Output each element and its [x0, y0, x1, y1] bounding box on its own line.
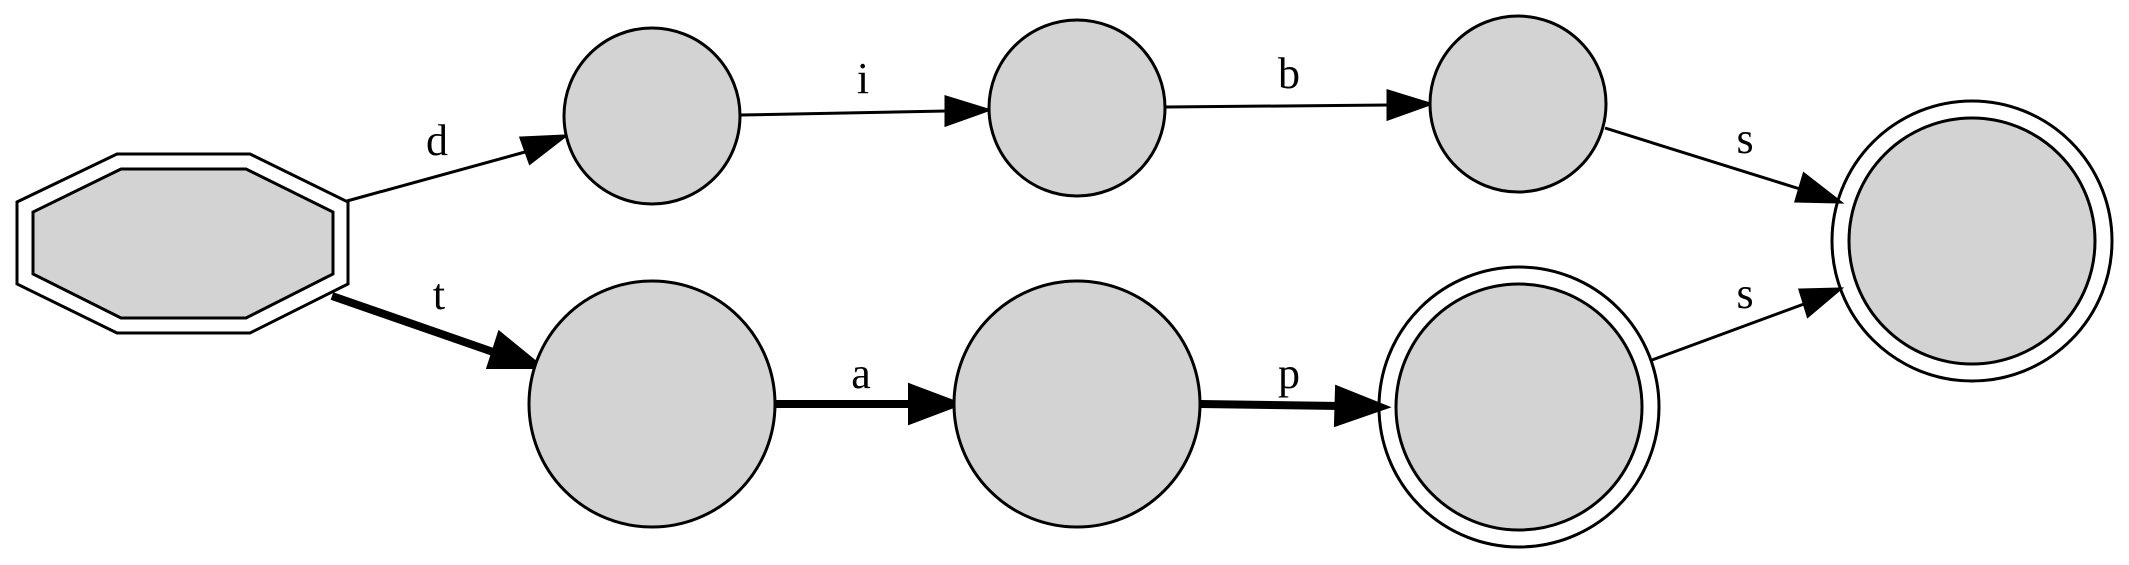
edge-b-label: b [1278, 49, 1300, 98]
edge-i-line [740, 109, 947, 117]
node-q-di-circle [987, 18, 1167, 198]
node-q-dib [1428, 14, 1608, 194]
edge-b-arrowhead [1386, 88, 1435, 122]
node-q-final [1830, 99, 2114, 383]
edge-d-line [346, 150, 526, 203]
edge-t-line [330, 292, 498, 357]
edge-b: b [1165, 49, 1435, 122]
edge-s-top-arrowhead [1794, 171, 1845, 204]
node-q-final-inner-circle [1847, 116, 2097, 366]
edge-d-arrowhead [518, 134, 570, 166]
edge-t-label: t [433, 270, 445, 319]
node-q-tap-outer-circle [1377, 265, 1661, 549]
edge-a-arrowhead [908, 382, 965, 426]
edge-s-bottom-label: s [1736, 269, 1753, 318]
edge-s-bottom-arrowhead [1797, 287, 1845, 319]
edge-t-arrowhead [485, 329, 547, 369]
node-start-inner-octagon [31, 167, 335, 320]
edge-s-top-line [1604, 126, 1801, 191]
node-start-outer-octagon [15, 152, 350, 335]
edge-p-arrowhead [1333, 384, 1392, 428]
node-q-dib-circle [1428, 14, 1608, 194]
node-q-tap [1377, 265, 1661, 549]
edge-b-line [1165, 103, 1390, 109]
edge-d-label: d [426, 116, 448, 165]
node-q-d [562, 26, 742, 206]
edge-i: i [740, 54, 993, 128]
edge-p-line [1199, 400, 1341, 410]
edge-i-arrowhead [944, 94, 993, 128]
node-q-final-outer-circle [1830, 99, 2114, 383]
node-q-tap-inner-circle [1394, 282, 1644, 532]
edge-p-label: p [1278, 349, 1300, 398]
node-q-d-circle [562, 26, 742, 206]
node-q-t-circle [527, 279, 777, 529]
node-q-di [987, 18, 1167, 198]
node-q-ta [952, 279, 1202, 529]
edge-s-top: s [1604, 114, 1845, 204]
node-q-ta-circle [952, 279, 1202, 529]
edge-s-top-label: s [1736, 114, 1753, 163]
edge-p: p [1199, 349, 1392, 428]
edge-s-bottom: s [1651, 269, 1845, 362]
node-q-t [527, 279, 777, 529]
node-start [15, 152, 350, 335]
edge-i-label: i [857, 54, 869, 103]
edge-t: t [330, 270, 547, 369]
edge-s-bottom-line [1651, 302, 1805, 362]
edge-a: a [775, 349, 965, 426]
edge-a-label: a [851, 349, 871, 398]
edge-d: d [346, 116, 570, 203]
